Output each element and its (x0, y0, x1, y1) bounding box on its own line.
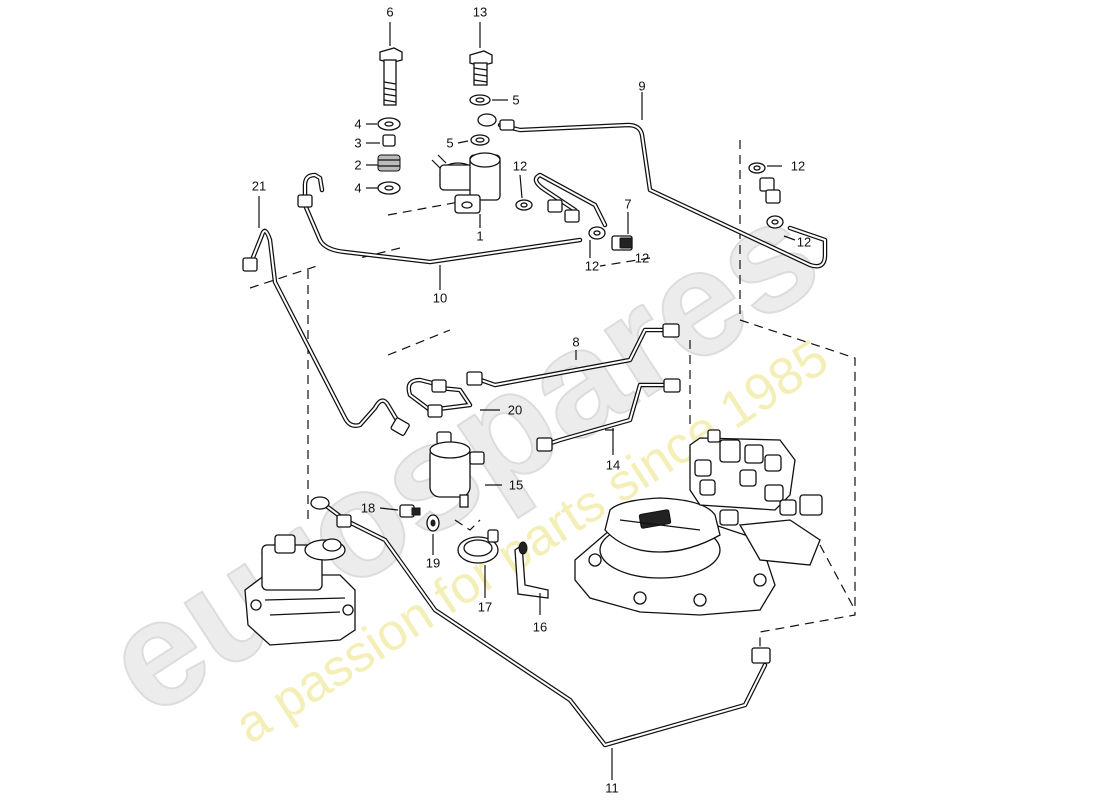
callout-7: 7 (624, 197, 631, 212)
pipe-11 (310, 496, 771, 748)
callout-15: 15 (509, 478, 523, 493)
callout-6: 6 (386, 5, 393, 20)
pipe-21 (242, 228, 410, 436)
callout-12c: 12 (797, 235, 811, 250)
callout-19: 19 (426, 556, 440, 571)
callout-1: 1 (476, 229, 483, 244)
pipe-20 (406, 377, 473, 418)
pipe-14 (536, 378, 681, 452)
callout-11: 11 (605, 781, 619, 796)
callout-13: 13 (473, 5, 487, 20)
callout-18: 18 (361, 501, 375, 516)
callout-21: 21 (252, 179, 266, 194)
callout-2: 2 (354, 158, 361, 173)
washer-19 (426, 514, 440, 532)
bolt-18 (399, 504, 421, 518)
callout-20: 20 (508, 403, 522, 418)
valve-block-1 (431, 152, 501, 214)
callout-4: 4 (354, 117, 361, 132)
callout-17: 17 (478, 600, 492, 615)
callout-8: 8 (572, 335, 579, 350)
pipe-8 (466, 323, 680, 388)
leader-lines (258, 22, 796, 780)
bracket-16 (514, 541, 549, 599)
callout-12e: 12 (635, 251, 649, 266)
callout-10: 10 (433, 291, 447, 306)
fuel-distributor (574, 429, 823, 616)
filter-15 (429, 431, 485, 508)
bolt-6 (379, 47, 403, 106)
callout-5b: 5 (446, 136, 453, 151)
regulator-unit (244, 534, 356, 646)
callout-5: 5 (512, 93, 519, 108)
callout-12b: 12 (791, 159, 805, 174)
washers (377, 94, 784, 240)
callout-9: 9 (638, 79, 645, 94)
callout-12a: 12 (513, 159, 527, 174)
clamp-17 (457, 529, 499, 564)
callout-16: 16 (533, 620, 547, 635)
pipe-10 (297, 172, 583, 265)
callouts: 6 13 5 9 4 3 5 2 4 12 12 12 7 12 21 1 12… (252, 5, 811, 796)
fitting-7 (611, 235, 633, 251)
assembly-dashed-lines (249, 140, 856, 650)
pipe-9 (477, 113, 828, 269)
callout-3: 3 (354, 136, 361, 151)
callout-12d: 12 (585, 259, 599, 274)
callout-4b: 4 (354, 181, 361, 196)
pipe-12-loop (533, 172, 608, 228)
callout-14: 14 (606, 458, 620, 473)
bolt-13 (469, 50, 493, 86)
